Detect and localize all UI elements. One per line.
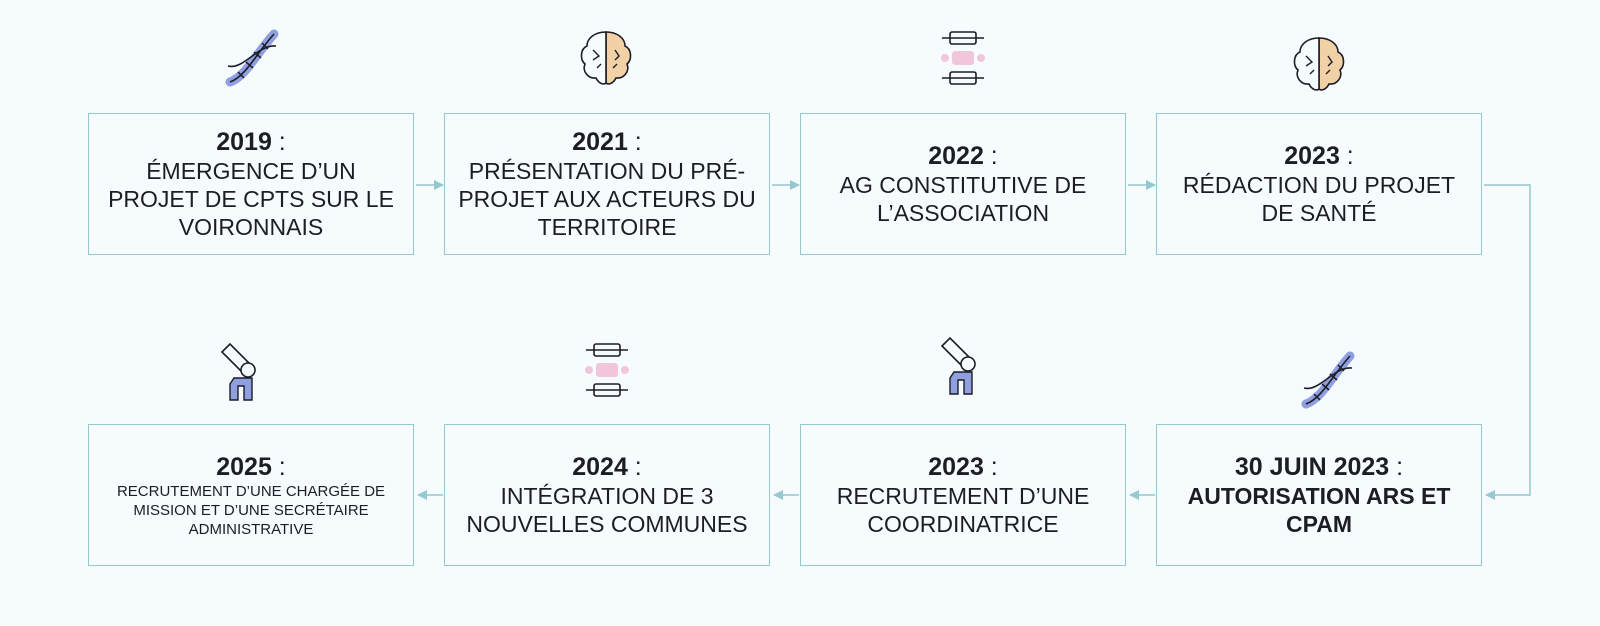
timeline-step-2024: 2024 : INTÉGRATION DE 3 NOUVELLES COMMUN… [444,424,770,566]
step-description: RÉDACTION DU PROJET DE SANTÉ [1182,172,1456,226]
step-description: PRÉSENTATION DU PRÉ-PROJET AUX ACTEURS D… [458,158,756,240]
brain-icon [571,24,641,94]
timeline-step-30-juin-2023: 30 JUIN 2023 : AUTORISATION ARS ET CPAM [1156,424,1482,566]
spine-icon [928,24,998,94]
step-separator: : [1389,453,1404,481]
knee-joint-icon [214,338,284,408]
arrow-step4-to-step5 [1484,184,1531,500]
step-separator: : [983,142,998,170]
step-description: INTÉGRATION DE 3 NOUVELLES COMMUNES [466,483,748,537]
step-year: 2024 [572,453,628,481]
step-separator: : [627,453,642,481]
timeline-step-2019: 2019 : ÉMERGENCE D’UN PROJET DE CPTS SUR… [88,113,414,255]
timeline-step-2021: 2021 : PRÉSENTATION DU PRÉ-PROJET AUX AC… [444,113,770,255]
knee-joint-icon [934,332,1004,402]
step-description: ÉMERGENCE D’UN PROJET DE CPTS SUR LE VOI… [108,158,394,240]
timeline-step-2022: 2022 : AG CONSTITUTIVE DE L’ASSOCIATION [800,113,1126,255]
step-description: AG CONSTITUTIVE DE L’ASSOCIATION [839,172,1087,226]
timeline-step-2023-projet: 2023 : RÉDACTION DU PROJET DE SANTÉ [1156,113,1482,255]
step-separator: : [983,453,998,481]
step-year: 2023 [928,453,984,481]
step-year: 2025 [216,452,272,481]
spine-icon [572,336,642,406]
step-description: RECRUTEMENT D’UNE CHARGÉE DE MISSION ET … [116,482,386,538]
timeline-step-2023-coordinatrice: 2023 : RECRUTEMENT D’UNE COORDINATRICE [800,424,1126,566]
step-year: 30 JUIN 2023 [1234,453,1390,481]
dna-icon [1292,346,1362,416]
dna-icon [216,24,286,94]
step-separator: : [1339,142,1354,170]
step-separator: : [627,128,642,156]
timeline-step-2025: 2025 : RECRUTEMENT D’UNE CHARGÉE DE MISS… [88,424,414,566]
step-separator: : [271,452,286,481]
step-separator: : [271,128,286,156]
step-year: 2023 [1284,142,1340,170]
step-description: AUTORISATION ARS ET CPAM [1187,483,1451,537]
step-year: 2021 [572,128,628,156]
brain-icon [1284,30,1354,100]
step-year: 2022 [928,142,984,170]
step-description: RECRUTEMENT D’UNE COORDINATRICE [836,483,1090,537]
step-year: 2019 [216,128,272,156]
